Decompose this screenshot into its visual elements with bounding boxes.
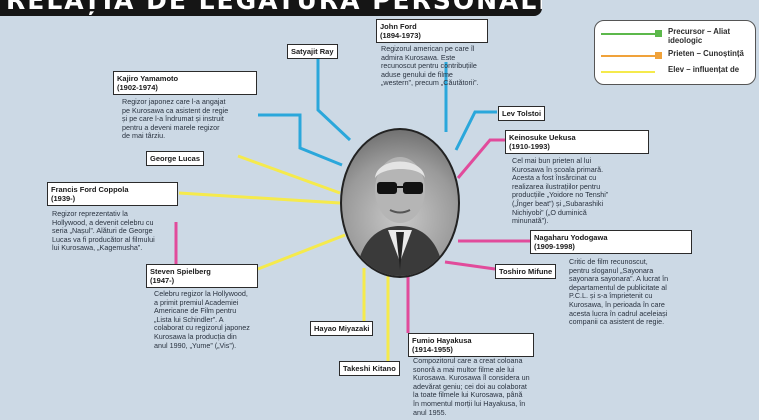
legend-line	[601, 71, 655, 73]
desc-john-ford: Regizorul american pe care îl admira Kur…	[381, 44, 479, 88]
legend-label: Prieten – Cunoștință	[668, 49, 744, 58]
person-name: Hayao Miyazaki	[314, 324, 370, 333]
person-name: Steven Spielberg	[150, 267, 211, 276]
person-name: Keinosuke Uekusa	[509, 133, 576, 142]
person-years: (1909-1998)	[534, 242, 575, 251]
legend-label: Elev – influențat de	[668, 65, 740, 74]
person-name: Kajiro Yamamoto	[117, 74, 179, 83]
desc-keinosuke-uekusa: Cel mai bun prieten al lui Kurosawa în ș…	[512, 156, 609, 226]
node-keinosuke-uekusa: Keinosuke Uekusa (1910-1993)	[505, 130, 649, 154]
person-years: (1902-1974)	[117, 83, 158, 92]
legend-item-precursor: Precursor – Aliat ideologic	[601, 27, 751, 47]
desc-kajiro-yamamoto: Regizor japonez care l-a angajat pe Kuro…	[122, 97, 229, 141]
person-name: John Ford	[380, 22, 417, 31]
desc-fumio-hayakusa: Compozitorul care a creat coloana sonoră…	[413, 356, 530, 417]
person-years: (1939-)	[51, 194, 76, 203]
person-name: Fumio Hayakusa	[412, 336, 472, 345]
node-toshiro-mifune: Toshiro Mifune	[495, 264, 557, 279]
node-steven-spielberg: Steven Spielberg (1947-)	[146, 264, 258, 288]
node-george-lucas: George Lucas	[146, 151, 205, 166]
node-satyajit-ray: Satyajit Ray	[287, 44, 338, 59]
link-toshiro-mifune	[444, 260, 496, 271]
node-nagaharu-yodogawa: Nagaharu Yodogawa (1909-1998)	[530, 230, 692, 254]
link-satyajit-ray	[316, 50, 352, 142]
person-years: (1947-)	[150, 276, 175, 285]
node-john-ford: John Ford (1894-1973)	[376, 19, 488, 43]
legend-swatch	[655, 30, 662, 37]
person-years: (1910-1993)	[509, 142, 550, 151]
legend: Precursor – Aliat ideologic Prieten – Cu…	[594, 20, 756, 85]
legend-label: Precursor – Aliat ideologic	[668, 27, 731, 45]
desc-steven-spielberg: Celebru regizor la Hollywood, a primit p…	[154, 289, 250, 350]
portrait-illustration	[356, 157, 444, 276]
person-name: Lev Tolstoi	[502, 109, 542, 118]
node-lev-tolstoi: Lev Tolstoi	[498, 106, 546, 121]
node-francis-ford-coppola: Francis Ford Coppola (1939-)	[47, 182, 178, 206]
person-name: Satyajit Ray	[291, 47, 334, 56]
link-kajiro-yamamoto	[258, 113, 343, 167]
link-lev-tolstoi	[454, 110, 497, 151]
legend-item-friend: Prieten – Cunoștință	[601, 49, 751, 69]
legend-item-influenced: Elev – influențat de	[601, 65, 751, 85]
link-keinosuke-uekusa	[456, 138, 505, 179]
node-takeshi-kitano: Takeshi Kitano	[339, 361, 400, 376]
link-steven-spielberg	[257, 233, 346, 271]
person-name: George Lucas	[150, 154, 201, 163]
node-kajiro-yamamoto: Kajiro Yamamoto (1902-1974)	[113, 71, 257, 95]
legend-line	[601, 55, 655, 57]
kurosawa-portrait	[340, 128, 460, 278]
node-hayao-miyazaki: Hayao Miyazaki	[310, 321, 374, 336]
link-francis-ford-coppola	[178, 191, 341, 205]
link-george-lucas	[237, 154, 341, 195]
person-name: Takeshi Kitano	[343, 364, 396, 373]
person-name: Toshiro Mifune	[499, 267, 553, 276]
person-name: Nagaharu Yodogawa	[534, 233, 608, 242]
node-fumio-hayakusa: Fumio Hayakusa (1914-1955)	[408, 333, 534, 357]
legend-line	[601, 33, 655, 35]
page-title: RELAȚIA DE LEGĂTURĂ PERSONALE	[0, 0, 542, 16]
legend-swatch	[655, 52, 662, 59]
desc-nagaharu-yodogawa: Critic de film recunoscut, pentru slogan…	[569, 257, 669, 327]
desc-francis-ford-coppola: Regizor reprezentativ la Hollywood, a de…	[52, 209, 155, 253]
person-name: Francis Ford Coppola	[51, 185, 129, 194]
person-years: (1894-1973)	[380, 31, 421, 40]
person-years: (1914-1955)	[412, 345, 453, 354]
